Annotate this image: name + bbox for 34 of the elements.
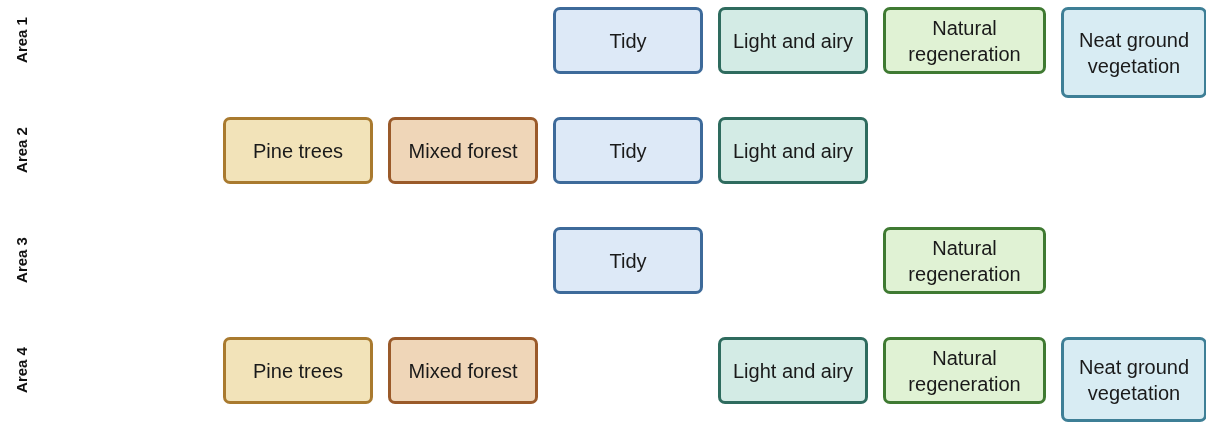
category-box [223,117,373,184]
row-label: Area 2 [12,127,30,173]
category-label: Light and airy [732,28,854,54]
category-label: Neat ground vegetation [1077,27,1191,79]
row-label: Area 1 [12,17,30,63]
category-box [883,227,1046,294]
category-label: Tidy [609,28,647,54]
category-box [883,337,1046,404]
row-label: Area 4 [12,347,30,393]
category-label: Pine trees [252,358,344,384]
category-label: Natural regeneration [907,345,1022,397]
category-box [718,117,868,184]
row-label: Area 3 [12,237,30,283]
category-label: Light and airy [732,138,854,164]
category-box [1061,337,1206,422]
category-box [388,117,538,184]
category-box [553,7,703,74]
category-box [223,337,373,404]
category-box [718,7,868,74]
category-box [553,117,703,184]
category-label: Natural regeneration [907,15,1022,67]
category-box [883,7,1046,74]
category-box [718,337,868,404]
category-label: Mixed forest [408,138,518,164]
category-label: Pine trees [252,138,344,164]
category-box [388,337,538,404]
category-label: Light and airy [732,358,854,384]
category-label: Tidy [609,248,647,274]
category-box [553,227,703,294]
category-label: Neat ground vegetation [1077,354,1191,406]
category-label: Natural regeneration [907,235,1022,287]
category-label: Mixed forest [408,358,518,384]
category-box [1061,7,1206,98]
category-label: Tidy [609,138,647,164]
